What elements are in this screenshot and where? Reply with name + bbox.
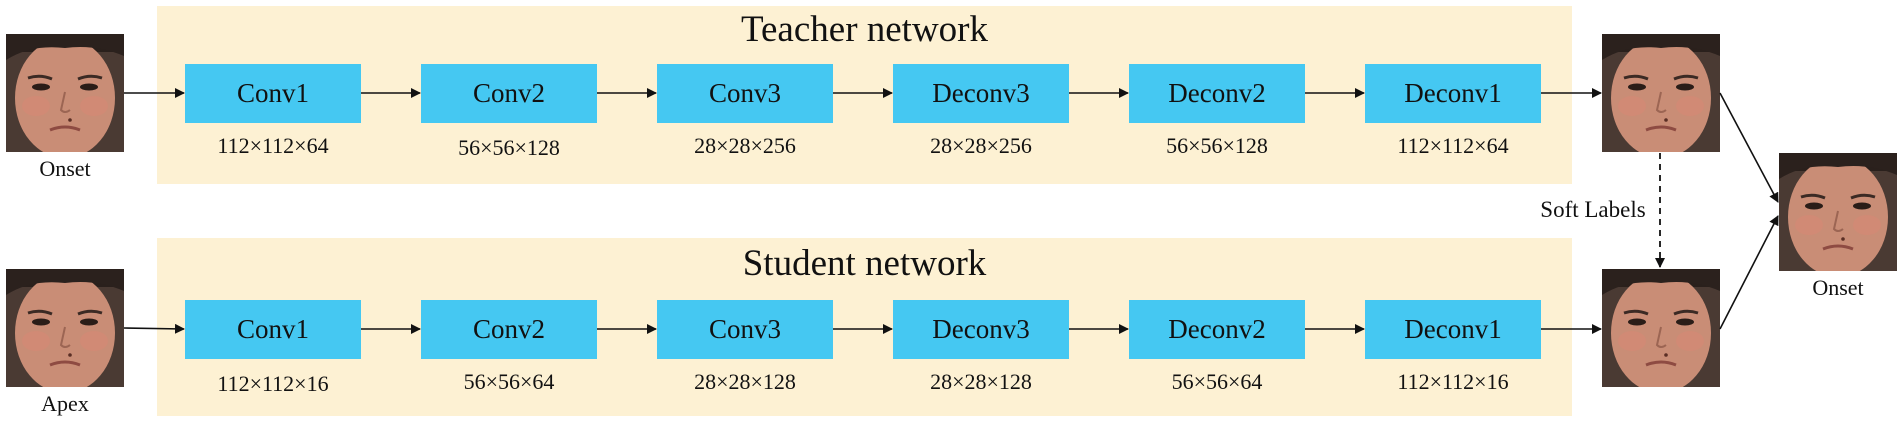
student-conv3-block: Conv3 bbox=[657, 300, 833, 359]
teacher-conv2-block: Conv2 bbox=[421, 64, 597, 123]
teacher-conv3-block: Conv3 bbox=[657, 64, 833, 123]
teacher-conv2-dim: 56×56×128 bbox=[458, 135, 560, 160]
teacher-deconv1-dim: 112×112×64 bbox=[1397, 133, 1509, 158]
student-network-title: Student network bbox=[742, 243, 987, 284]
teacher-output-face-image bbox=[1602, 34, 1720, 152]
student-deconv3-block: Deconv3 bbox=[893, 300, 1069, 359]
teacher-network-title: Teacher network bbox=[740, 9, 989, 50]
student-deconv3-dim: 28×28×128 bbox=[930, 369, 1032, 394]
arrow-apex-to-student-conv1 bbox=[123, 323, 185, 334]
student-deconv2-block: Deconv2 bbox=[1129, 300, 1305, 359]
student-conv2-block: Conv2 bbox=[421, 300, 597, 359]
student-deconv1-block: Deconv1 bbox=[1365, 300, 1541, 359]
teacher-deconv1-block: Deconv1 bbox=[1365, 64, 1541, 123]
teacher-conv1-dim: 112×112×64 bbox=[217, 133, 329, 158]
target-onset-face-image bbox=[1779, 153, 1897, 271]
student-output-face-image bbox=[1602, 269, 1720, 387]
onset-input-face-image bbox=[6, 34, 124, 152]
student-network-panel: Student network bbox=[157, 238, 1572, 416]
student-conv1-block: Conv1 bbox=[185, 300, 361, 359]
soft-labels-label: Soft Labels bbox=[1540, 197, 1646, 222]
student-conv2-dim: 56×56×64 bbox=[463, 369, 555, 394]
student-conv3-dim: 28×28×128 bbox=[694, 369, 796, 394]
teacher-conv1-block: Conv1 bbox=[185, 64, 361, 123]
apex-input-label: Apex bbox=[41, 391, 89, 416]
teacher-deconv2-block: Deconv2 bbox=[1129, 64, 1305, 123]
teacher-conv3-dim: 28×28×256 bbox=[694, 133, 796, 158]
teacher-network-panel: Teacher network bbox=[157, 6, 1572, 184]
teacher-deconv3-dim: 28×28×256 bbox=[930, 133, 1032, 158]
arrow-teacher-output-to-target bbox=[1719, 92, 1779, 203]
onset-input-label: Onset bbox=[39, 156, 91, 181]
teacher-deconv3-block: Deconv3 bbox=[893, 64, 1069, 123]
student-deconv2-dim: 56×56×64 bbox=[1171, 369, 1263, 394]
student-deconv1-dim: 112×112×16 bbox=[1397, 369, 1509, 394]
apex-input-face-image bbox=[6, 269, 124, 387]
arrow-student-output-to-target bbox=[1719, 215, 1779, 330]
teacher-deconv2-dim: 56×56×128 bbox=[1166, 133, 1268, 158]
student-conv1-dim: 112×112×16 bbox=[217, 371, 329, 396]
output-onset-label: Onset bbox=[1812, 275, 1864, 300]
